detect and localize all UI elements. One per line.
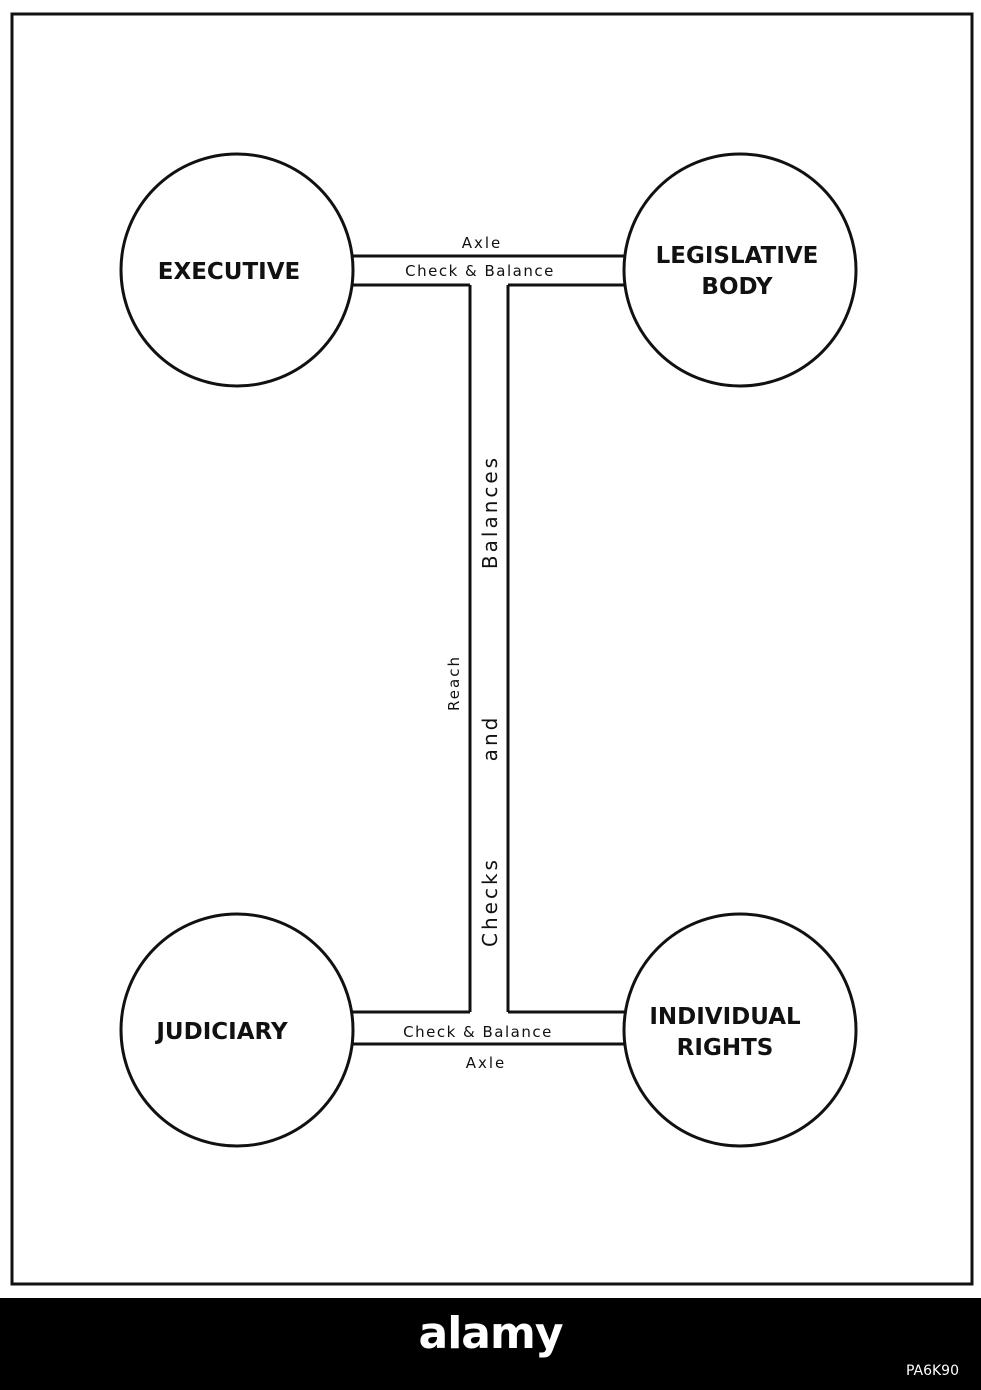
watermark-logo: alamy	[418, 1308, 564, 1359]
vertical-reach-label: Reach	[445, 655, 463, 711]
vertical-and-label: and	[478, 715, 502, 762]
judiciary-label: JUDICIARY	[154, 1019, 288, 1045]
vertical-balances-label: Balances	[478, 455, 502, 569]
top-check-balance-label: Check & Balance	[405, 262, 555, 280]
individual-label-line1: INDIVIDUAL	[649, 1004, 801, 1030]
reach-vertical-bar	[468, 285, 510, 1012]
executive-circle	[119, 152, 355, 388]
watermark-code: PA6K90	[905, 1363, 959, 1379]
individual-circle	[622, 912, 858, 1148]
bottom-axle-bar	[352, 1010, 628, 1046]
judiciary-circle	[119, 912, 355, 1148]
bottom-check-balance-label: Check & Balance	[403, 1023, 553, 1041]
legislative-label-line2: BODY	[701, 274, 773, 300]
watermark-footer	[0, 1298, 981, 1390]
individual-label-line2: RIGHTS	[677, 1035, 774, 1061]
bottom-axle-label: Axle	[466, 1054, 507, 1072]
vertical-checks-label: Checks	[478, 857, 502, 947]
executive-label: EXECUTIVE	[158, 259, 300, 285]
page-frame	[10, 12, 974, 1286]
checks-and-balances-diagram: EXECUTIVE LEGISLATIVE BODY JUDICIARY IND…	[10, 12, 974, 1286]
legislative-label-line1: LEGISLATIVE	[656, 243, 819, 269]
legislative-circle	[622, 152, 858, 388]
top-axle-bar	[352, 254, 628, 287]
top-axle-label: Axle	[462, 234, 503, 252]
